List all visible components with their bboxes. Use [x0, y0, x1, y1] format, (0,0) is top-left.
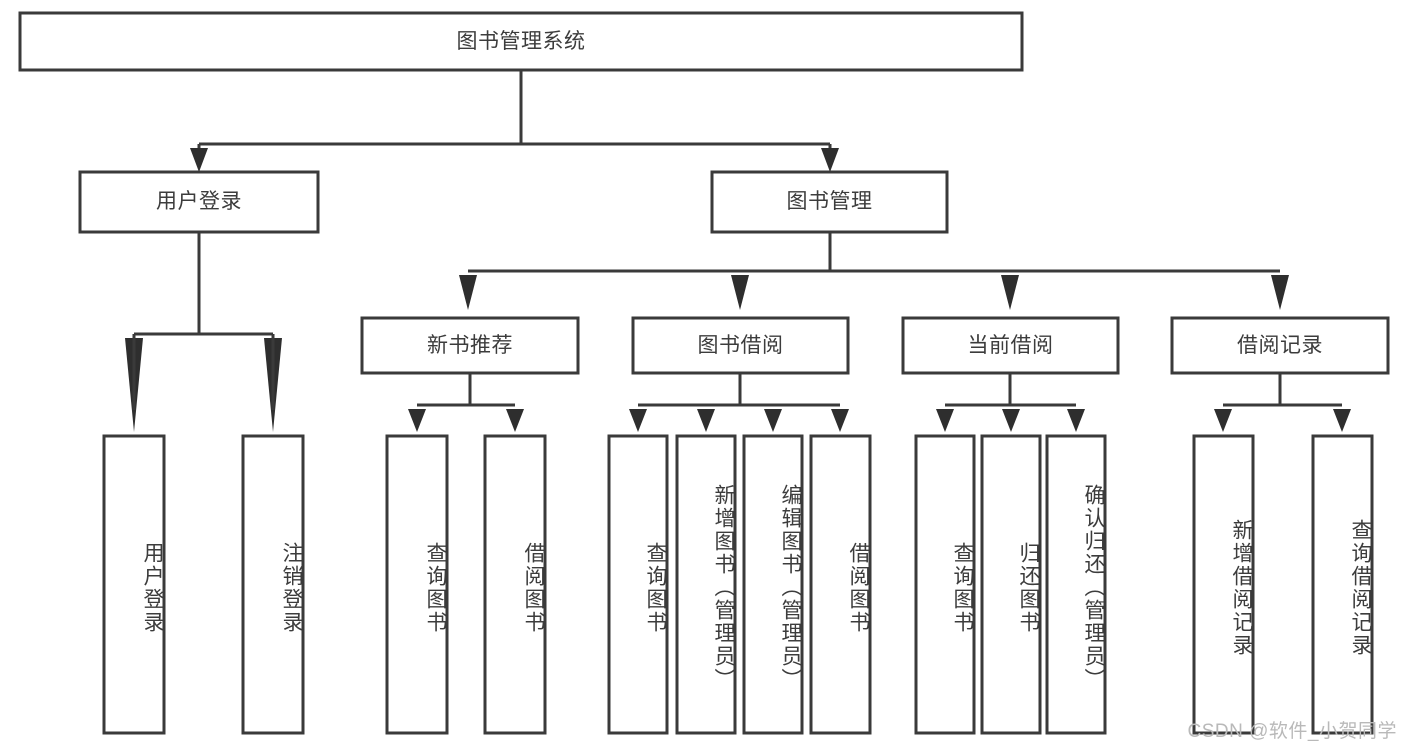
node-box-leaf-query-record[interactable]: [1311, 434, 1374, 735]
node-box-leaf-query-book-a[interactable]: [385, 434, 449, 735]
node-box-book-manage[interactable]: [710, 170, 949, 234]
node-box-leaf-borrow-book-a[interactable]: [483, 434, 547, 735]
node-box-root[interactable]: [18, 11, 1024, 72]
node-box-leaf-borrow-book-b[interactable]: [809, 434, 872, 735]
node-box-leaf-query-book-c[interactable]: [914, 434, 976, 735]
connector-bookmanage-to-level2: [459, 232, 1289, 310]
node-box-leaf-add-book[interactable]: [675, 434, 737, 735]
node-box-book-borrow[interactable]: [631, 316, 850, 375]
connector-userlogin-to-leaves: [125, 232, 282, 432]
connector-newbookrec-to-leaves: [408, 373, 524, 432]
node-box-leaf-user-login[interactable]: [102, 434, 166, 735]
node-box-leaf-confirm-return[interactable]: [1045, 434, 1107, 735]
node-box-borrow-record[interactable]: [1170, 316, 1390, 375]
connector-bookborrow-to-leaves: [629, 373, 849, 432]
node-box-leaf-query-book-b[interactable]: [607, 434, 669, 735]
node-box-user-login[interactable]: [78, 170, 320, 234]
node-box-leaf-edit-book[interactable]: [742, 434, 804, 735]
connector-currentborrow-to-leaves: [936, 373, 1085, 432]
node-box-leaf-logout-login[interactable]: [241, 434, 305, 735]
connector-borrowrecord-to-leaves: [1214, 373, 1351, 432]
node-box-new-book-rec[interactable]: [360, 316, 580, 375]
node-box-leaf-return-book[interactable]: [980, 434, 1042, 735]
node-box-current-borrow[interactable]: [901, 316, 1120, 375]
node-box-leaf-add-record[interactable]: [1192, 434, 1255, 735]
connector-root-to-level1: [190, 70, 839, 172]
